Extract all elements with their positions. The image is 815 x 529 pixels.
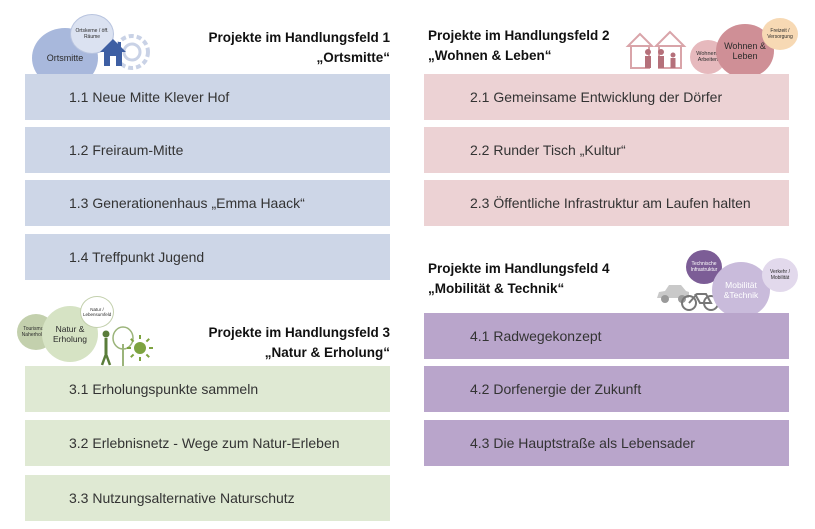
ortskerne-bubble-label: Ortskerne / öff. Räume — [75, 28, 109, 40]
project-4-1[interactable]: 4.1 Radwegekonzept — [424, 313, 789, 359]
freizeit-label: Freizeit / Versorgung — [767, 28, 793, 40]
wohnen-title: Projekte im Handlungsfeld 2 „Wohnen & Le… — [428, 26, 648, 66]
project-1-2[interactable]: 1.2 Freiraum-Mitte — [25, 127, 390, 173]
wohnen-arbeiten-label: Wohnen / Arbeiten — [696, 51, 720, 63]
project-3-3[interactable]: 3.3 Nutzungsalternative Naturschutz — [25, 475, 390, 521]
project-1-2-label: 1.2 Freiraum-Mitte — [69, 142, 184, 158]
ortsmitte-title-line1: Projekte im Handlungsfeld 1 — [208, 30, 390, 45]
natur-lebensumfeld-bubble: Natur / Lebensumfeld — [80, 296, 114, 328]
project-2-1[interactable]: 2.1 Gemeinsame Entwicklung der Dörfer — [424, 74, 789, 120]
mobilitaet-technik-bubble: Mobilität &Technik — [712, 262, 770, 318]
project-2-3-label: 2.3 Öffentliche Infrastruktur am Laufen … — [470, 195, 751, 211]
verkehr-mobilitaet-label: Verkehr / Mobilität — [769, 269, 790, 281]
project-2-3[interactable]: 2.3 Öffentliche Infrastruktur am Laufen … — [424, 180, 789, 226]
mobilitaet-technik-label: Mobilität &Technik — [723, 280, 759, 300]
ortsmitte-title-line2: „Ortsmitte“ — [316, 50, 390, 65]
project-3-2[interactable]: 3.2 Erlebnisnetz - Wege zum Natur-Erlebe… — [25, 420, 390, 466]
tourismus-label: Tourismus / Naherholung — [21, 326, 51, 338]
project-3-2-label: 3.2 Erlebnisnetz - Wege zum Natur-Erlebe… — [69, 435, 340, 451]
project-1-4[interactable]: 1.4 Treffpunkt Jugend — [25, 234, 390, 280]
project-2-2-label: 2.2 Runder Tisch „Kultur“ — [470, 142, 626, 158]
project-4-2-label: 4.2 Dorfenergie der Zukunft — [470, 381, 642, 397]
car-icon — [657, 285, 689, 303]
mobilitaet-title-line1: Projekte im Handlungsfeld 4 — [428, 261, 610, 276]
project-3-3-label: 3.3 Nutzungsalternative Naturschutz — [69, 490, 295, 506]
natur-erholung-label: Natur & Erholung — [52, 324, 88, 344]
project-1-3[interactable]: 1.3 Generationenhaus „Emma Haack“ — [25, 180, 390, 226]
mobilitaet-title: Projekte im Handlungsfeld 4 „Mobilität &… — [428, 259, 648, 299]
technische-infrastruktur-label: Technische Infrastruktur — [690, 261, 718, 273]
houses-family-icon — [625, 30, 687, 69]
wohnen-title-line2: „Wohnen & Leben“ — [428, 48, 552, 63]
wohnen-leben-bubble: Wohnen & Leben — [716, 24, 774, 78]
wohnen-leben-label: Wohnen & Leben — [724, 41, 766, 61]
verkehr-mobilitaet-bubble: Verkehr / Mobilität — [762, 258, 798, 292]
project-3-1[interactable]: 3.1 Erholungspunkte sammeln — [25, 366, 390, 412]
house-icon — [100, 39, 126, 66]
mobilitaet-title-line2: „Mobilität & Technik“ — [428, 281, 565, 296]
project-1-1-label: 1.1 Neue Mitte Klever Hof — [69, 89, 230, 105]
ortsmitte-bubble-label: Ortsmitte — [46, 53, 84, 63]
project-4-3-label: 4.3 Die Hauptstraße als Lebensader — [470, 435, 695, 451]
tree-icon — [112, 326, 134, 366]
project-2-1-label: 2.1 Gemeinsame Entwicklung der Dörfer — [470, 89, 723, 105]
project-1-1[interactable]: 1.1 Neue Mitte Klever Hof — [25, 74, 390, 120]
person-icon — [100, 330, 112, 366]
wohnen-title-line1: Projekte im Handlungsfeld 2 — [428, 28, 610, 43]
freizeit-bubble: Freizeit / Versorgung — [762, 18, 798, 50]
bicycle-icon — [681, 293, 719, 311]
natur-lebensumfeld-label: Natur / Lebensumfeld — [83, 307, 112, 317]
project-1-3-label: 1.3 Generationenhaus „Emma Haack“ — [69, 195, 305, 211]
project-3-1-label: 3.1 Erholungspunkte sammeln — [69, 381, 259, 397]
natur-title-line2: „Natur & Erholung“ — [264, 345, 390, 360]
ortsmitte-title: Projekte im Handlungsfeld 1 „Ortsmitte“ — [180, 28, 390, 68]
project-4-2[interactable]: 4.2 Dorfenergie der Zukunft — [424, 366, 789, 412]
project-4-3[interactable]: 4.3 Die Hauptstraße als Lebensader — [424, 420, 789, 466]
natur-title-line1: Projekte im Handlungsfeld 3 — [208, 325, 390, 340]
natur-title: Projekte im Handlungsfeld 3 „Natur & Erh… — [170, 323, 390, 363]
project-2-2[interactable]: 2.2 Runder Tisch „Kultur“ — [424, 127, 789, 173]
project-1-4-label: 1.4 Treffpunkt Jugend — [69, 249, 205, 265]
project-4-1-label: 4.1 Radwegekonzept — [470, 328, 602, 344]
sun-icon — [127, 335, 153, 361]
